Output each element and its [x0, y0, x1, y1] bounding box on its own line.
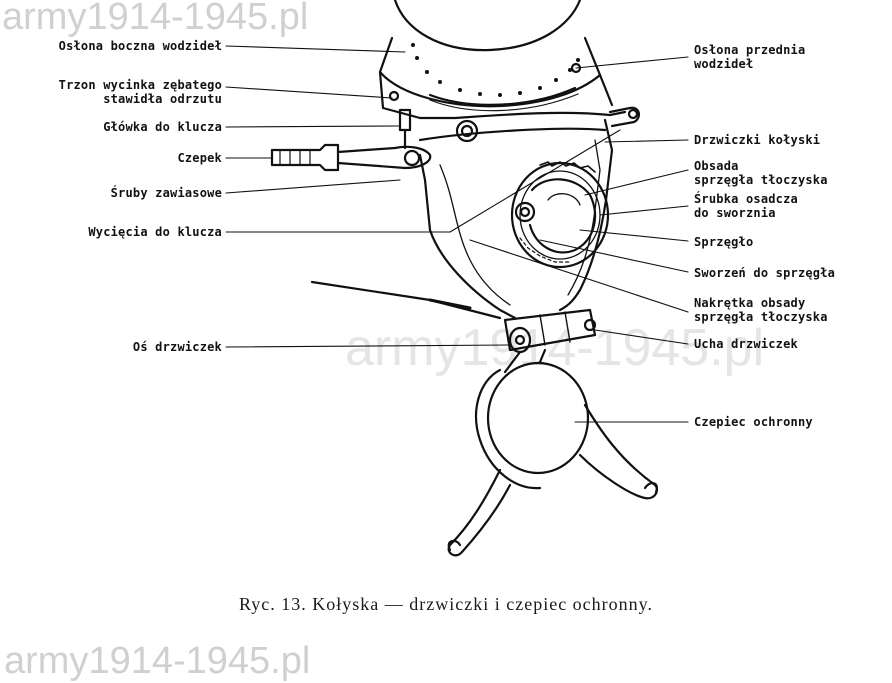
label-trzon-wycinka-line1: Trzon wycinka zębatego	[58, 78, 222, 92]
label-srubka-line1: Śrubka osadcza	[694, 192, 798, 206]
label-sprzeglo: Sprzęgło	[694, 235, 754, 249]
leader-lines	[225, 45, 689, 423]
label-nakretka-line1: Nakrętka obsady	[694, 296, 806, 310]
protective-guard	[447, 348, 659, 557]
label-trzon-wycinka-line2: stawidła odrzutu	[103, 92, 222, 106]
cradle-top-ring	[378, 0, 614, 120]
door-hinge	[310, 280, 597, 354]
label-czepiec: Czepiec ochronny	[694, 415, 813, 429]
figure-caption: Ryc. 13. Kołyska — drzwiczki i czepiec o…	[239, 594, 653, 614]
label-oslona-przednia-line2: wodzideł	[694, 57, 754, 71]
label-os-drzwiczek: Oś drzwiczek	[132, 340, 222, 354]
label-nakretka-line2: sprzęgła tłoczyska	[694, 310, 828, 324]
label-glowka: Główka do klucza	[103, 120, 222, 134]
label-obsada-line1: Obsada	[694, 159, 739, 173]
label-oslona-przednia-line1: Osłona przednia	[694, 43, 806, 57]
label-oslona-boczna: Osłona boczna wodzideł	[58, 39, 222, 53]
label-srubka-line2: do sworznia	[694, 206, 776, 220]
cap-and-bolt-head	[270, 108, 432, 172]
cradle-door-frame	[418, 106, 640, 320]
label-sworzen: Sworzeń do sprzęgła	[694, 266, 836, 280]
label-ucha: Ucha drzwiczek	[694, 337, 798, 351]
label-obsada-line2: sprzęgła tłoczyska	[694, 173, 828, 187]
label-drzwiczki-kolyski: Drzwiczki kołyski	[694, 133, 821, 147]
label-czepek: Czepek	[177, 151, 222, 165]
label-wyciecia: Wycięcia do klucza	[88, 225, 222, 239]
label-sruby: Śruby zawiasowe	[110, 186, 222, 200]
